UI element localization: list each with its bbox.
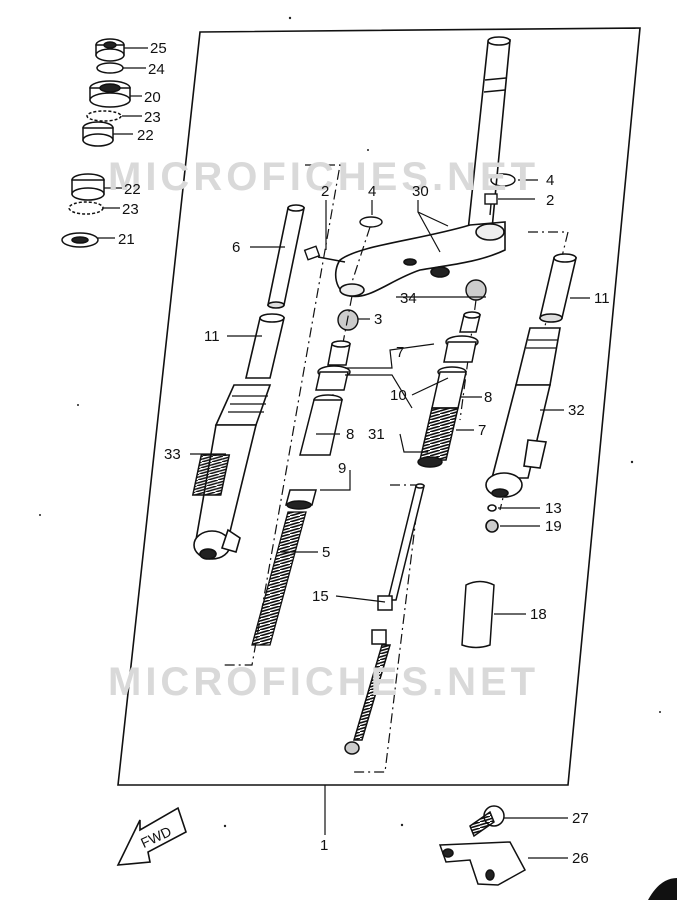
left-damper [191, 340, 351, 510]
callout-4b: 4 [546, 172, 555, 189]
fork-spring [251, 511, 307, 646]
callout-8b: 8 [346, 426, 355, 443]
callout-8a: 8 [484, 389, 493, 406]
callout-33: 33 [164, 446, 181, 463]
callout-2a: 2 [321, 183, 330, 200]
under-bracket [334, 221, 506, 298]
callout-25: 25 [150, 40, 167, 57]
callout-31: 31 [368, 426, 385, 443]
steering-stem [465, 36, 511, 251]
callout-4a: 4 [368, 183, 377, 200]
small-nuts [337, 279, 487, 331]
callout-32: 32 [568, 402, 585, 419]
circlip-parts [359, 173, 516, 228]
callout-2b: 2 [546, 192, 555, 209]
callout-3: 3 [374, 311, 383, 328]
steering-bearing-group [61, 38, 131, 248]
watermark-bottom: MICROFICHES.NET [108, 660, 540, 704]
bearing-leaders [98, 47, 148, 239]
callout-11b: 11 [594, 290, 610, 307]
callout-24: 24 [148, 61, 165, 78]
callout-13: 13 [545, 500, 562, 517]
callout-23b: 23 [122, 201, 139, 218]
damper-rod [344, 483, 425, 755]
right-damper [417, 311, 481, 468]
callout-1: 1 [320, 837, 329, 854]
callout-22b: 22 [124, 181, 141, 198]
callout-6: 6 [232, 239, 241, 256]
clamp-parts [438, 805, 527, 886]
callout-27: 27 [572, 810, 589, 827]
callout-9: 9 [338, 460, 347, 477]
callout-7a: 7 [396, 344, 405, 361]
assembly-frame [117, 27, 641, 786]
callout-15: 15 [312, 588, 329, 605]
bolt-parts [303, 193, 498, 263]
scan-specks [39, 16, 661, 828]
callout-leaders [190, 179, 590, 859]
callout-18: 18 [530, 606, 547, 623]
callout-19: 19 [545, 518, 562, 535]
callout-7b: 7 [478, 422, 487, 439]
callout-10: 10 [390, 387, 407, 404]
watermark-top: MICROFICHES.NET [108, 155, 540, 199]
callout-34: 34 [400, 290, 417, 307]
callout-30: 30 [412, 183, 429, 200]
fork-boot [461, 580, 495, 649]
callout-22a: 22 [137, 127, 154, 144]
callout-26: 26 [572, 850, 589, 867]
callout-23a: 23 [144, 109, 161, 126]
fwd-arrow-icon [116, 806, 187, 866]
callout-11a: 11 [204, 328, 220, 345]
callout-5: 5 [322, 544, 331, 561]
corner-shape [648, 878, 677, 900]
callout-21: 21 [118, 231, 135, 248]
callout-20: 20 [144, 89, 161, 106]
right-fork-tube [485, 253, 578, 533]
